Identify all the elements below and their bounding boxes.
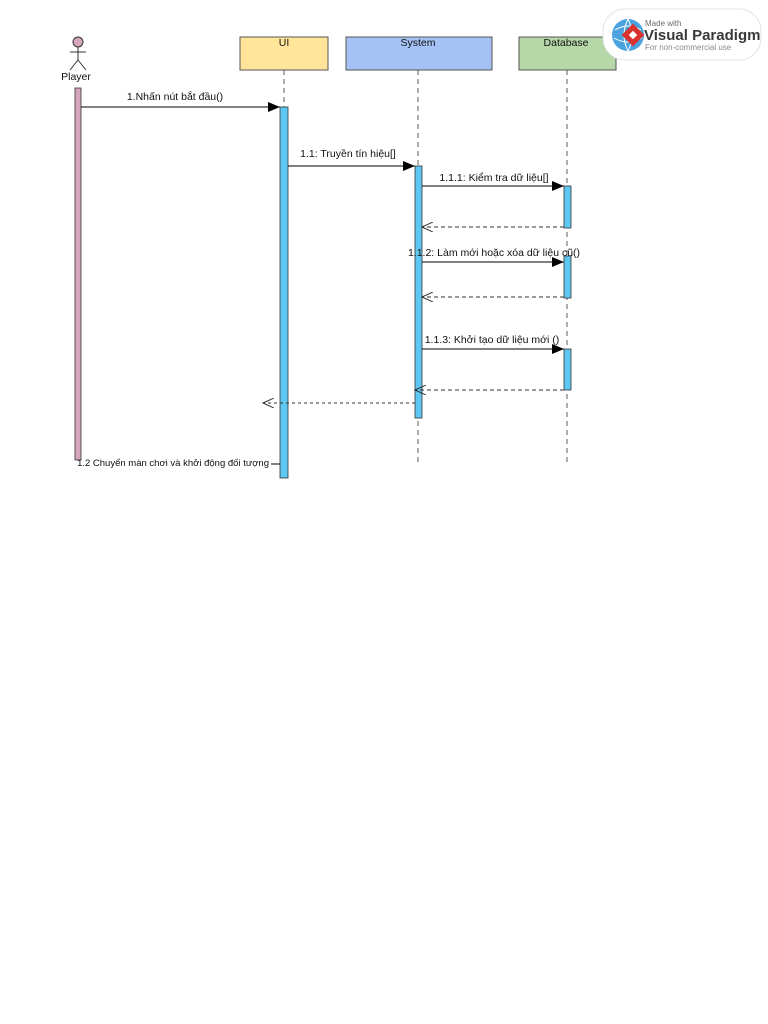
message-1-1-2: 1.1.2: Làm mới hoặc xóa dữ liệu cũ() xyxy=(408,247,580,267)
ui-participant: UI xyxy=(239,36,329,71)
message-1-2-label: 1.2 Chuyển màn chơi và khởi động đối tượ… xyxy=(77,458,269,469)
visual-paradigm-watermark: Made with Visual Paradigm For non-commer… xyxy=(602,8,762,61)
watermark-brand: Visual Paradigm xyxy=(644,27,760,44)
message-1-1-label: 1.1: Truyền tín hiệu[] xyxy=(300,148,396,160)
player-actor: Player xyxy=(61,36,91,83)
system-label: System xyxy=(400,37,435,49)
message-1-1-2-label: 1.1.2: Làm mới hoặc xóa dữ liệu cũ() xyxy=(408,247,580,259)
message-1-label: 1.Nhấn nút bắt đầu() xyxy=(127,90,223,103)
system-participant: System xyxy=(345,36,493,71)
message-1-1-1-label: 1.1.1: Kiểm tra dữ liệu[] xyxy=(439,172,548,184)
message-1-1: 1.1: Truyền tín hiệu[] xyxy=(288,148,415,171)
database-activation-2 xyxy=(563,255,572,299)
player-activation xyxy=(74,87,82,461)
message-1-1-1: 1.1.1: Kiểm tra dữ liệu[] xyxy=(422,172,564,191)
ui-head-box xyxy=(239,36,329,71)
database-participant: Database xyxy=(518,36,617,71)
actor-head-icon xyxy=(72,36,84,48)
ui-activation xyxy=(279,106,289,479)
message-1-2: 1.2 Chuyển màn chơi và khởi động đối tượ… xyxy=(77,458,280,469)
player-label: Player xyxy=(61,71,91,83)
watermark-made-with: Made with xyxy=(645,19,681,28)
system-activation xyxy=(414,165,423,419)
watermark-note: For non-commercial use xyxy=(645,43,732,52)
ui-label: UI xyxy=(279,37,290,49)
database-label: Database xyxy=(544,37,589,49)
message-1-1-3-label: 1.1.3: Khởi tạo dữ liệu mới () xyxy=(425,334,560,346)
message-1: 1.Nhấn nút bắt đầu() xyxy=(81,90,280,112)
database-activation-1 xyxy=(563,185,572,229)
actor-leg-left xyxy=(69,59,79,71)
database-activation-3 xyxy=(563,348,572,391)
actor-leg-right xyxy=(77,59,87,71)
system-head-box xyxy=(345,36,493,71)
watermark-badge xyxy=(602,8,762,61)
message-1-1-3: 1.1.3: Khởi tạo dữ liệu mới () xyxy=(422,334,564,354)
